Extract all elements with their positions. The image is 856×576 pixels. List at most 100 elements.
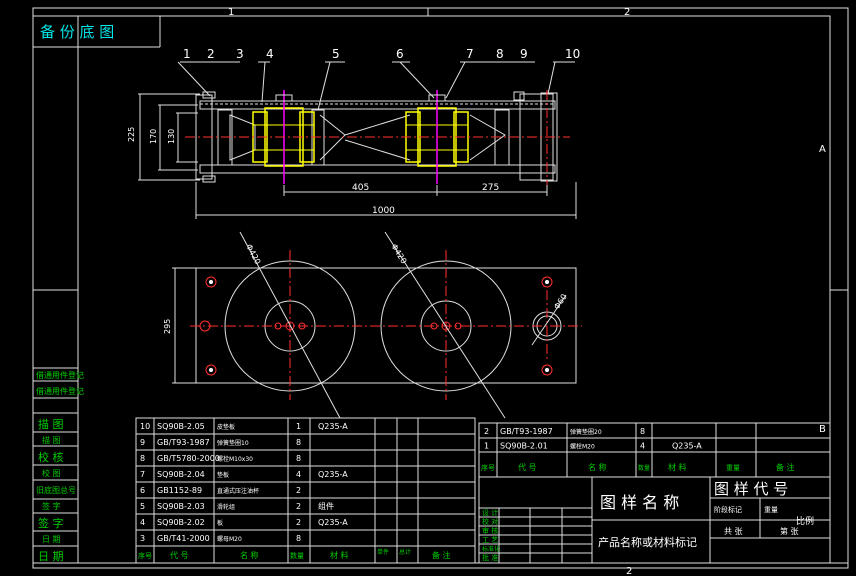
bomR-row-2-qty: 4 bbox=[640, 442, 645, 451]
role-standard: 标准化 bbox=[482, 545, 500, 553]
bomL-row-4-no: 7 bbox=[140, 470, 145, 479]
balloon-2: 2 bbox=[207, 47, 215, 61]
bomL-row-1-no: 10 bbox=[140, 422, 150, 431]
bomL-h-name: 名 称 bbox=[240, 550, 259, 560]
dim-phi60: Φ60 bbox=[552, 292, 569, 311]
balloon-4: 4 bbox=[266, 47, 274, 61]
bomL-row-3-name: 螺栓M10x30 bbox=[217, 455, 253, 463]
side-label-2: 借通用件登记 bbox=[36, 386, 84, 396]
bomL-row-8-no: 3 bbox=[140, 534, 145, 543]
zone-bottom-2: 2 bbox=[626, 566, 632, 576]
bom-left-header: 序号 代 号 名 称 数量 材 料 单件 总计 备 注 bbox=[138, 548, 451, 560]
title-sheets: 共 张 bbox=[724, 527, 743, 536]
bomR-h-qty: 数量 bbox=[638, 464, 650, 472]
bomR-row-2-mat: Q235-A bbox=[672, 442, 702, 451]
dim-225: 225 bbox=[127, 127, 136, 142]
bomL-h-unit: 单件 bbox=[377, 548, 389, 556]
balloon-8: 8 bbox=[496, 47, 504, 61]
bomL-row-8-name: 螺母M20 bbox=[217, 535, 242, 543]
bomR-h-no: 序号 bbox=[481, 463, 495, 472]
bomL-h-qty: 数量 bbox=[290, 551, 304, 560]
title-block: 图 样 名 称 图 样 代 号 产品名称或材料标记 阶段标记 重量 比例 共 张… bbox=[478, 476, 831, 564]
bom-right-header: 序号 代 号 名 称 数量 材 料 重量 备 注 bbox=[481, 462, 795, 472]
title-sheet-no: 第 张 bbox=[780, 526, 799, 536]
role-design: 设 计 bbox=[482, 508, 498, 517]
balloon-1: 1 bbox=[183, 47, 191, 61]
bomL-h-total: 总计 bbox=[399, 548, 411, 556]
side-label-6: 校 图 bbox=[42, 468, 61, 478]
bomL-row-7-no: 4 bbox=[140, 518, 145, 527]
side-label-8: 签 字 bbox=[42, 501, 61, 511]
bomL-row-7-qty: 2 bbox=[296, 518, 301, 527]
side-label-11: 日 期 bbox=[38, 550, 64, 563]
bomL-row-2-no: 9 bbox=[140, 438, 145, 447]
bomL-row-3-qty: 8 bbox=[296, 454, 301, 463]
dim-1000: 1000 bbox=[372, 206, 395, 216]
bomL-h-no: 序号 bbox=[138, 551, 152, 560]
bomR-h-code: 代 号 bbox=[518, 462, 537, 472]
bomL-row-6-no: 5 bbox=[140, 502, 145, 511]
bomL-row-1-code: SQ90B-2.05 bbox=[157, 422, 205, 431]
side-label-5: 校 核 bbox=[38, 450, 64, 464]
title-drawing-code: 图 样 代 号 bbox=[714, 480, 788, 498]
dim-275: 275 bbox=[482, 183, 499, 193]
balloon-5: 5 bbox=[332, 47, 340, 61]
side-label-9: 签 字 bbox=[38, 516, 64, 530]
title-weight-label: 重量 bbox=[764, 506, 778, 514]
plan-view: 295 Φ420 Φ420 Φ60 bbox=[163, 231, 582, 419]
balloon-6: 6 bbox=[396, 47, 404, 61]
zone-top-2: 2 bbox=[624, 7, 630, 18]
dim-phi420-left: Φ420 bbox=[244, 243, 262, 266]
bomL-row-5-name: 直通式压注油杯 bbox=[217, 487, 259, 495]
bomL-h-code: 代 号 bbox=[170, 550, 189, 560]
bomL-row-3-code: GB/T5780-2000 bbox=[157, 454, 220, 463]
bomL-row-5-qty: 2 bbox=[296, 486, 301, 495]
dim-130: 130 bbox=[167, 129, 176, 144]
bomR-row-1-no: 2 bbox=[484, 427, 489, 436]
bomL-row-7-code: SQ90B-2.02 bbox=[157, 518, 205, 527]
balloon-9: 9 bbox=[520, 47, 528, 61]
bomR-row-2-code: SQ90B-2.01 bbox=[500, 442, 548, 451]
bomR-h-mat: 材 料 bbox=[668, 462, 687, 472]
bomL-row-2-qty: 8 bbox=[296, 438, 301, 447]
title-drawing-name: 图 样 名 称 bbox=[600, 493, 679, 512]
front-view: 225 170 130 405 275 1000 bbox=[127, 90, 577, 219]
bomL-row-6-name: 滑轮组 bbox=[217, 503, 235, 511]
bomL-h-note: 备 注 bbox=[432, 550, 451, 560]
bomL-row-7-mat: Q235-A bbox=[318, 518, 348, 527]
title-stage-label: 阶段标记 bbox=[714, 505, 742, 514]
bomR-row-2-no: 1 bbox=[484, 442, 489, 451]
side-label-7: 旧底图总号 bbox=[36, 485, 76, 495]
bomL-row-1-name: 皮垫板 bbox=[217, 423, 235, 431]
bomL-row-4-name: 垫板 bbox=[217, 471, 229, 479]
corner-title: 备 份 底 图 bbox=[40, 23, 114, 41]
zone-right-a: A bbox=[819, 144, 826, 155]
bomL-row-5-code: GB1152-89 bbox=[157, 486, 202, 495]
bomR-row-1-qty: 8 bbox=[640, 427, 645, 436]
side-label-3: 描 图 bbox=[38, 417, 64, 431]
balloon-leaders: 1 2 3 4 5 6 7 8 9 10 bbox=[177, 47, 580, 111]
bomR-row-2-name: 螺栓M20 bbox=[570, 443, 595, 451]
bomR-h-weight: 重量 bbox=[726, 464, 740, 472]
side-label-10: 日 期 bbox=[42, 535, 61, 544]
bomL-row-7-name: 板 bbox=[217, 519, 223, 527]
dim-405: 405 bbox=[352, 183, 369, 193]
bomL-row-1-qty: 1 bbox=[296, 422, 301, 431]
balloon-3: 3 bbox=[236, 47, 244, 61]
bomL-row-6-qty: 2 bbox=[296, 502, 301, 511]
bom-left-table bbox=[135, 417, 476, 564]
role-check: 校 对 bbox=[482, 517, 498, 526]
bomR-h-name: 名 称 bbox=[588, 462, 607, 472]
role-approve: 批 准 bbox=[482, 553, 498, 562]
dim-295: 295 bbox=[163, 319, 172, 334]
bomL-row-6-mat: 组件 bbox=[318, 501, 334, 511]
bomR-h-note: 备 注 bbox=[776, 462, 795, 472]
bomR-row-1-code: GB/T93-1987 bbox=[500, 427, 553, 436]
bomL-row-8-code: GB/T41-2000 bbox=[157, 534, 210, 543]
bomL-row-2-code: GB/T93-1987 bbox=[157, 438, 210, 447]
role-process: 工 艺 bbox=[482, 536, 498, 544]
title-ratio-label: 比例 bbox=[796, 515, 814, 527]
